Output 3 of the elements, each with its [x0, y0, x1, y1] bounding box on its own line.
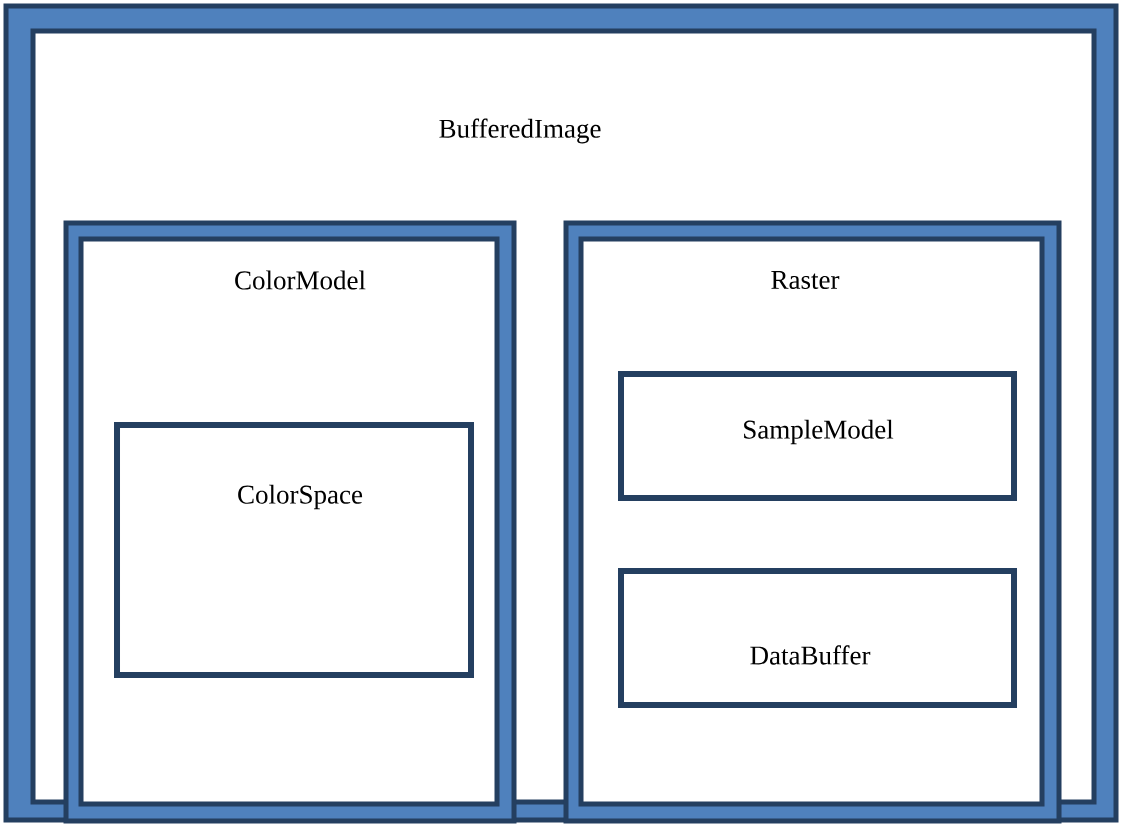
box: ColorSpace: [114, 422, 474, 678]
box: SampleModel: [618, 371, 1017, 501]
box: DataBuffer: [618, 568, 1017, 708]
